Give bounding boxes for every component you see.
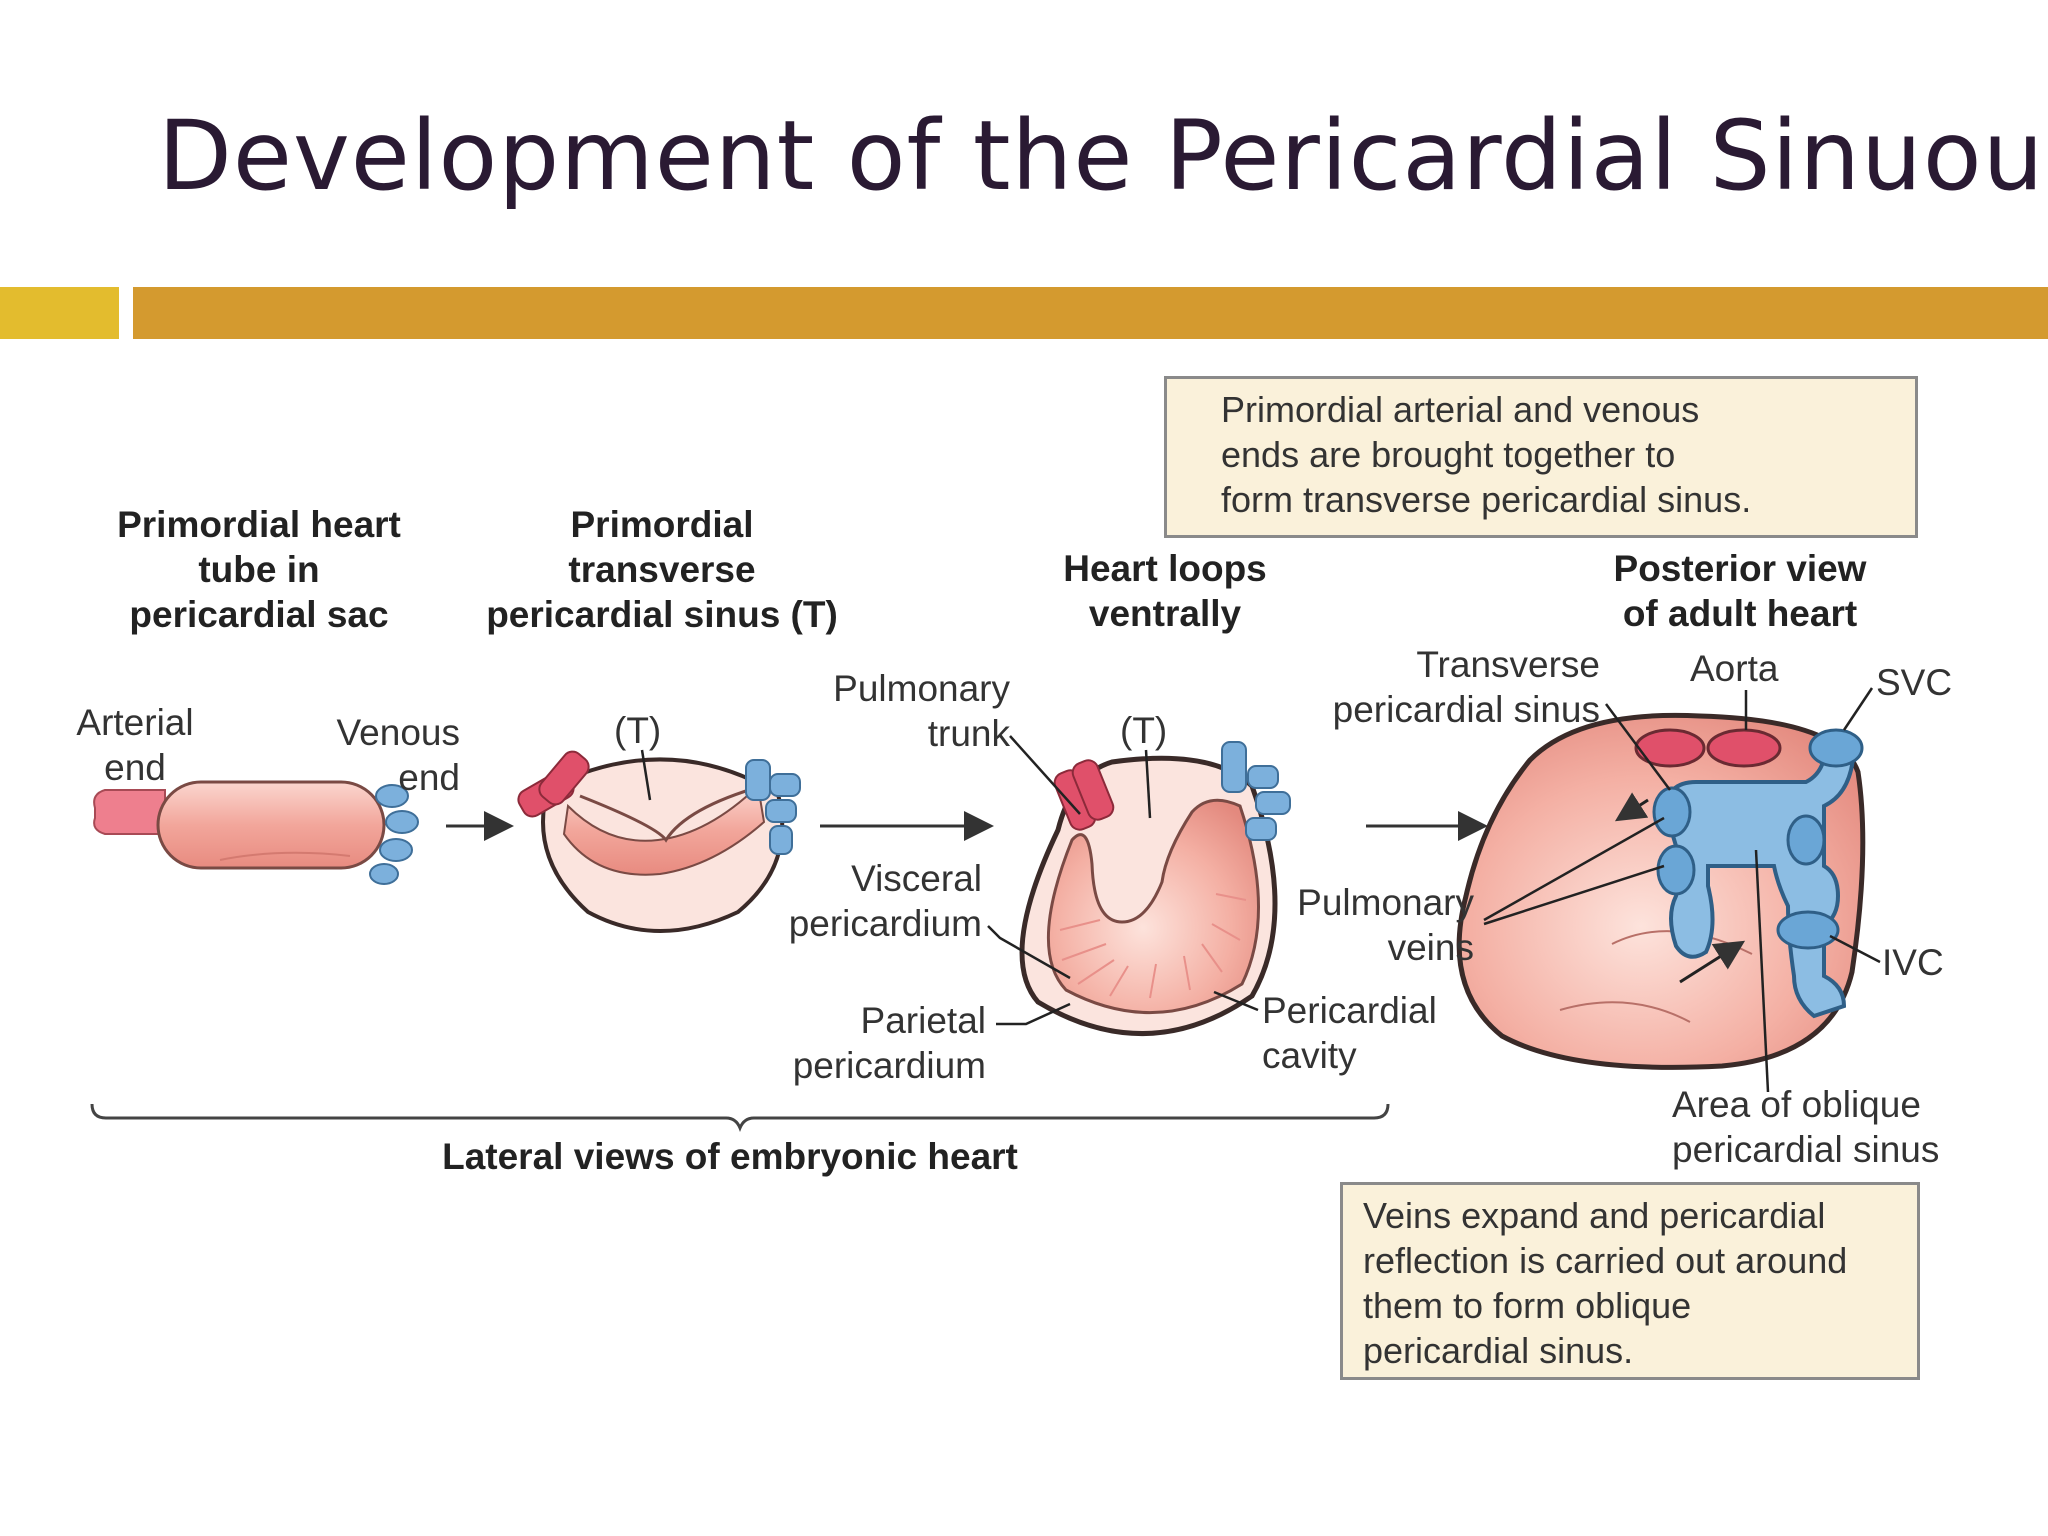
aorta-label: Aorta xyxy=(1690,648,1779,689)
ivc-label: IVC xyxy=(1882,942,1944,983)
t-label-stage3: (T) xyxy=(1120,710,1168,751)
leader-lines xyxy=(640,687,1881,1093)
accent-band-left xyxy=(0,287,119,339)
accent-band xyxy=(133,287,2048,339)
stage4-adult-heart xyxy=(1456,712,1866,1070)
t-label-stage2: (T) xyxy=(614,710,662,751)
slide-title: Development of the Pericardial Sinuous xyxy=(158,100,2048,212)
lateral-bracket xyxy=(90,1103,1390,1133)
svc-label: SVC xyxy=(1876,662,1953,703)
stage3-heart-loop xyxy=(1019,741,1291,1036)
lateral-views-caption: Lateral views of embryonic heart xyxy=(442,1136,1018,1177)
stage1-heart-tube xyxy=(93,780,419,885)
stage2-heart xyxy=(517,750,801,933)
